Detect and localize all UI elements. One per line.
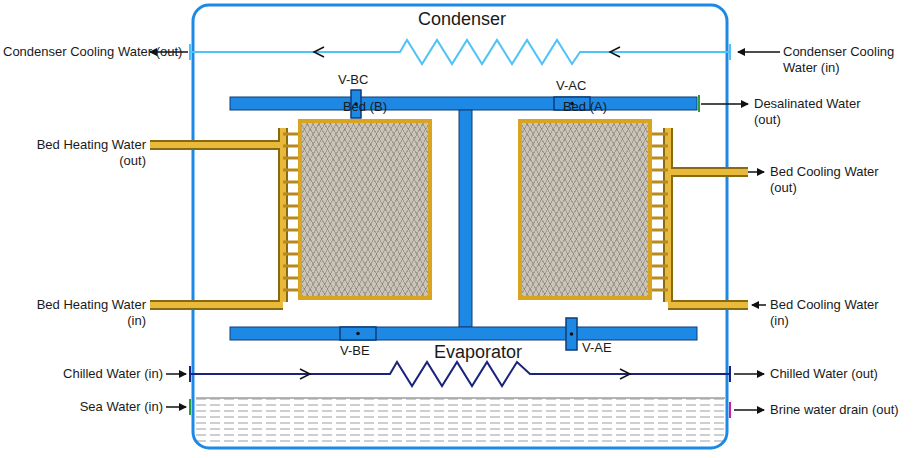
port-label: Bed Heating Water (out) bbox=[21, 137, 146, 169]
valve-label: V-BE bbox=[340, 343, 370, 359]
header-fin bbox=[283, 265, 298, 268]
header-fin bbox=[652, 229, 668, 232]
header-fin bbox=[283, 145, 298, 148]
condenser-label: Condenser bbox=[418, 9, 506, 30]
bed-b: Bed (B) bbox=[298, 99, 432, 300]
header-fin bbox=[283, 133, 298, 136]
header-fin bbox=[283, 253, 298, 256]
adsorbent-bed bbox=[298, 119, 432, 300]
header-fin bbox=[652, 277, 668, 280]
condenser-coil bbox=[190, 40, 730, 64]
bed-pipes bbox=[150, 128, 748, 305]
evaporator-label: Evaporator bbox=[434, 342, 522, 363]
header-fin bbox=[652, 265, 668, 268]
port-label: Condenser Cooling Water (out) bbox=[3, 44, 182, 60]
header-fin bbox=[652, 193, 668, 196]
valve bbox=[566, 318, 577, 350]
node-title: Bed (A) bbox=[518, 99, 652, 115]
header-fin bbox=[652, 217, 668, 220]
evaporator-coil bbox=[190, 362, 730, 386]
sea-water bbox=[196, 398, 725, 446]
header-fin bbox=[283, 181, 298, 184]
header-fin bbox=[283, 157, 298, 160]
header-fin bbox=[652, 169, 668, 172]
port-label: Sea Water (in) bbox=[80, 399, 163, 415]
header-fin bbox=[283, 229, 298, 232]
valve-label: V-AE bbox=[582, 340, 612, 356]
port-label: Chilled Water (out) bbox=[770, 366, 878, 382]
header-fin bbox=[283, 289, 298, 292]
header-fin bbox=[283, 169, 298, 172]
header-fin bbox=[283, 193, 298, 196]
bypass-pipe bbox=[459, 110, 472, 327]
header-fin bbox=[283, 217, 298, 220]
port-label: Bed Heating Water (in) bbox=[21, 297, 146, 329]
port-label: Brine water drain (out) bbox=[770, 402, 910, 418]
header-fin bbox=[652, 205, 668, 208]
header-fin bbox=[652, 253, 668, 256]
node-title: Evaporator bbox=[434, 342, 522, 363]
node-title: Bed (B) bbox=[298, 99, 432, 115]
vapour-manifold bbox=[230, 327, 697, 340]
header-fin bbox=[652, 133, 668, 136]
header-fin bbox=[283, 241, 298, 244]
header-fin bbox=[652, 157, 668, 160]
bed-a: Bed (A) bbox=[518, 99, 652, 300]
valve-label: V-AC bbox=[556, 78, 586, 94]
port-label: Bed Cooling Water (out) bbox=[770, 164, 895, 196]
port-label: Chilled Water (in) bbox=[63, 366, 163, 382]
header-fin bbox=[283, 277, 298, 280]
port-label: Desalinated Water (out) bbox=[754, 96, 874, 128]
port-label: Condenser Cooling Water (in) bbox=[783, 44, 918, 76]
header-fin bbox=[652, 145, 668, 148]
header-fin bbox=[652, 241, 668, 244]
valve-label: V-BC bbox=[338, 72, 368, 88]
adsorbent-bed bbox=[518, 119, 652, 300]
port-label: Bed Cooling Water (in) bbox=[770, 297, 895, 329]
node-title: Condenser bbox=[418, 9, 506, 30]
vapour-manifold bbox=[230, 97, 697, 110]
header-fin bbox=[283, 205, 298, 208]
vessel bbox=[193, 5, 727, 448]
header-fin bbox=[652, 289, 668, 292]
header-fin bbox=[652, 181, 668, 184]
valve bbox=[340, 327, 376, 340]
